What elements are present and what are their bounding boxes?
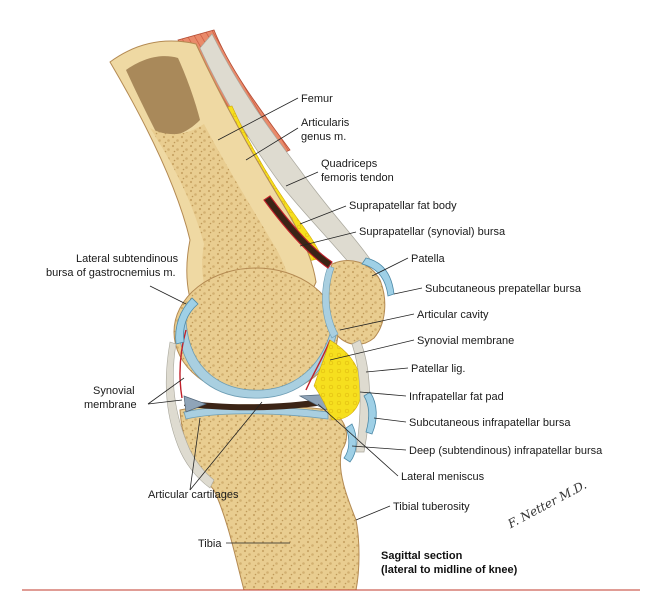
label-subcutaneous-prepatellar-bursa: Subcutaneous prepatellar bursa xyxy=(425,283,582,295)
femur-marrow-cavity xyxy=(126,56,200,136)
label-articular-cartilages: Articular cartilages xyxy=(148,489,239,501)
lateral-meniscus-posterior xyxy=(183,395,207,413)
label-subcutaneous-infrapatellar-bursa: Subcutaneous infrapatellar bursa xyxy=(409,417,571,429)
label-articularis-genus-line1: Articularis xyxy=(301,117,350,129)
label-lateral-subtendinous-line1: Lateral subtendinous xyxy=(76,253,179,265)
labels: Femur Articularis genus m. Quadriceps fe… xyxy=(46,93,603,550)
deep-infrapatellar-bursa xyxy=(343,423,357,463)
label-tibial-tuberosity: Tibial tuberosity xyxy=(393,501,470,513)
caption-line1: Sagittal section xyxy=(381,550,463,562)
label-suprapatellar-fat-body: Suprapatellar fat body xyxy=(349,200,457,212)
femur-spongy-bone xyxy=(150,124,292,310)
infrapatellar-fat-pad xyxy=(313,339,363,421)
label-suprapatellar-bursa: Suprapatellar (synovial) bursa xyxy=(359,226,506,238)
caption-line2: (lateral to midline of knee) xyxy=(381,564,518,576)
articular-cavity xyxy=(184,398,330,411)
subcutaneous-infrapatellar-bursa xyxy=(363,391,377,435)
label-tibia: Tibia xyxy=(198,538,222,550)
label-infrapatellar-fat-pad: Infrapatellar fat pad xyxy=(409,391,504,403)
synovial-membrane-posterior xyxy=(179,329,187,399)
label-synovial-membrane-left-line1: Synovial xyxy=(93,385,135,397)
label-articular-cavity: Articular cavity xyxy=(417,309,489,321)
label-deep-infrapatellar-bursa: Deep (subtendinous) infrapatellar bursa xyxy=(409,445,603,457)
patellar-ligament xyxy=(351,339,370,453)
label-lateral-meniscus: Lateral meniscus xyxy=(401,471,485,483)
lateral-subtendinous-bursa xyxy=(175,297,199,345)
label-patellar-ligament: Patellar lig. xyxy=(411,363,465,375)
leader-lines xyxy=(147,97,423,544)
label-patella: Patella xyxy=(411,253,446,265)
label-femur: Femur xyxy=(301,93,333,105)
label-quadriceps-line1: Quadriceps xyxy=(321,158,378,170)
label-synovial-membrane-right: Synovial membrane xyxy=(417,335,514,347)
synovial-membrane-anterior xyxy=(305,339,331,391)
artist-signature: F. Netter M.D. xyxy=(505,478,589,532)
tibia-bone xyxy=(179,404,360,591)
label-articularis-genus-line2: genus m. xyxy=(301,131,346,143)
suprapatellar-bursa xyxy=(263,195,333,269)
patellar-cartilage xyxy=(322,265,339,339)
posterior-capsule xyxy=(165,341,215,489)
label-lateral-subtendinous-line2: bursa of gastrocnemius m. xyxy=(46,267,176,279)
subcutaneous-prepatellar-bursa xyxy=(361,257,395,297)
label-quadriceps-line2: femoris tendon xyxy=(321,172,394,184)
label-synovial-membrane-left-line2: membrane xyxy=(84,399,137,411)
